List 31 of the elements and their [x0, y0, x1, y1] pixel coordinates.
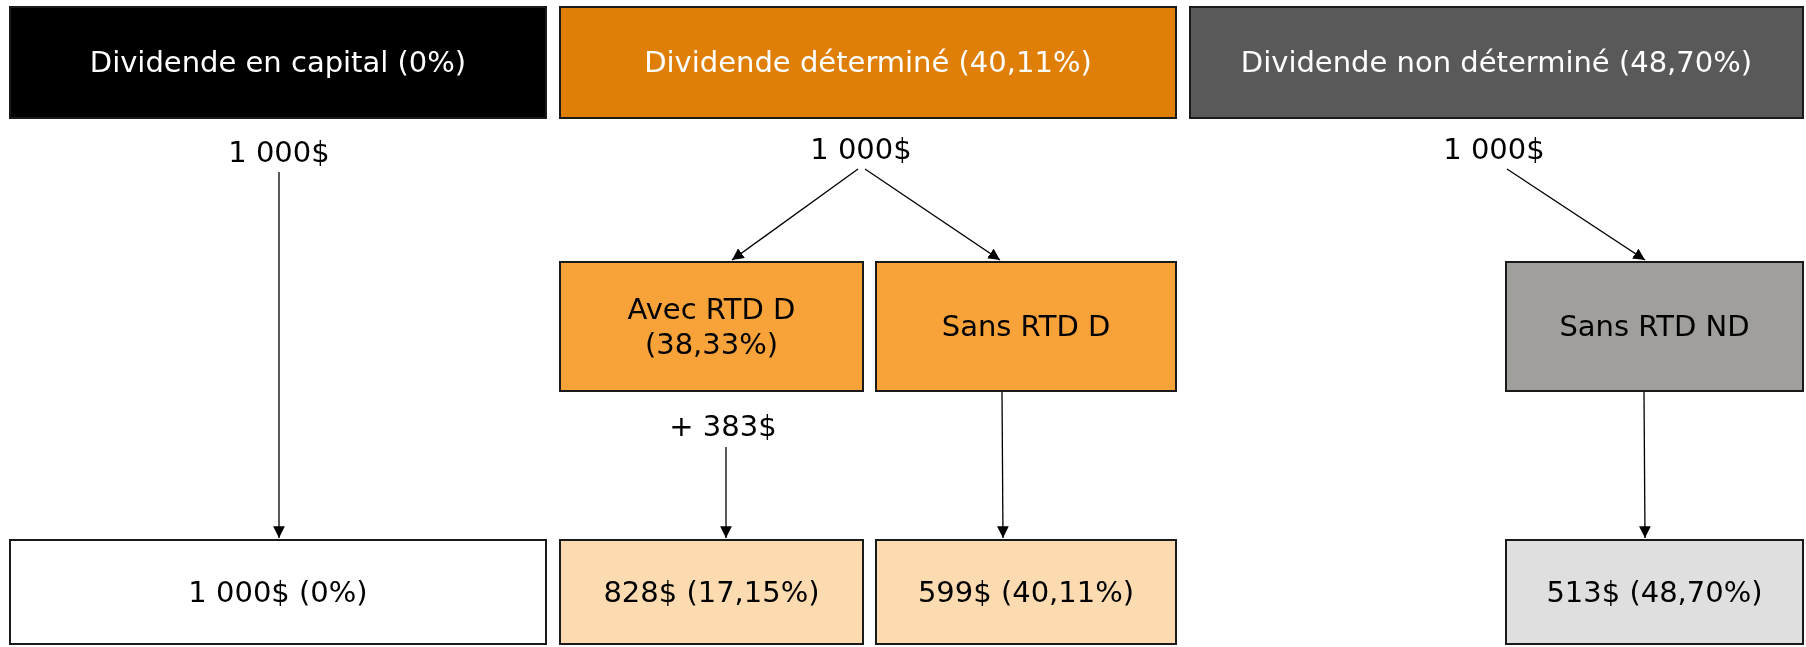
box-label: Dividende déterminé (40,11%) — [643, 45, 1093, 80]
category-box — [9, 6, 547, 119]
option-box — [559, 261, 864, 392]
amount-text: + 383$ — [668, 408, 778, 444]
arrow — [731, 168, 859, 261]
arrow — [864, 168, 1001, 261]
arrow — [997, 391, 1009, 539]
arrow — [1639, 391, 1651, 539]
result-box — [9, 539, 547, 645]
amount-text: 1 000$ — [227, 134, 331, 170]
result-box — [559, 539, 864, 645]
result-box — [1505, 539, 1804, 645]
category-box — [1189, 6, 1804, 119]
amount-text: 1 000$ — [1442, 131, 1546, 167]
amount-text: 1 000$ — [809, 131, 913, 167]
arrow — [720, 446, 732, 539]
category-box — [559, 6, 1177, 119]
box-label: 828$ (17,15%) — [602, 574, 821, 610]
option-box — [875, 261, 1177, 392]
box-label: Avec RTD D (38,33%) — [626, 291, 797, 362]
arrow — [1506, 168, 1646, 261]
box-label: 1 000$ (0%) — [187, 574, 369, 610]
box-label: 599$ (40,11%) — [916, 574, 1136, 610]
option-box — [1505, 261, 1804, 392]
box-label: Sans RTD ND — [1558, 309, 1751, 344]
box-label: Dividende en capital (0%) — [88, 45, 468, 80]
box-label: Sans RTD D — [940, 309, 1112, 344]
result-box — [875, 539, 1177, 645]
arrow — [273, 171, 285, 539]
box-label: Dividende non déterminé (48,70%) — [1239, 45, 1754, 80]
box-label: 513$ (48,70%) — [1545, 574, 1764, 610]
